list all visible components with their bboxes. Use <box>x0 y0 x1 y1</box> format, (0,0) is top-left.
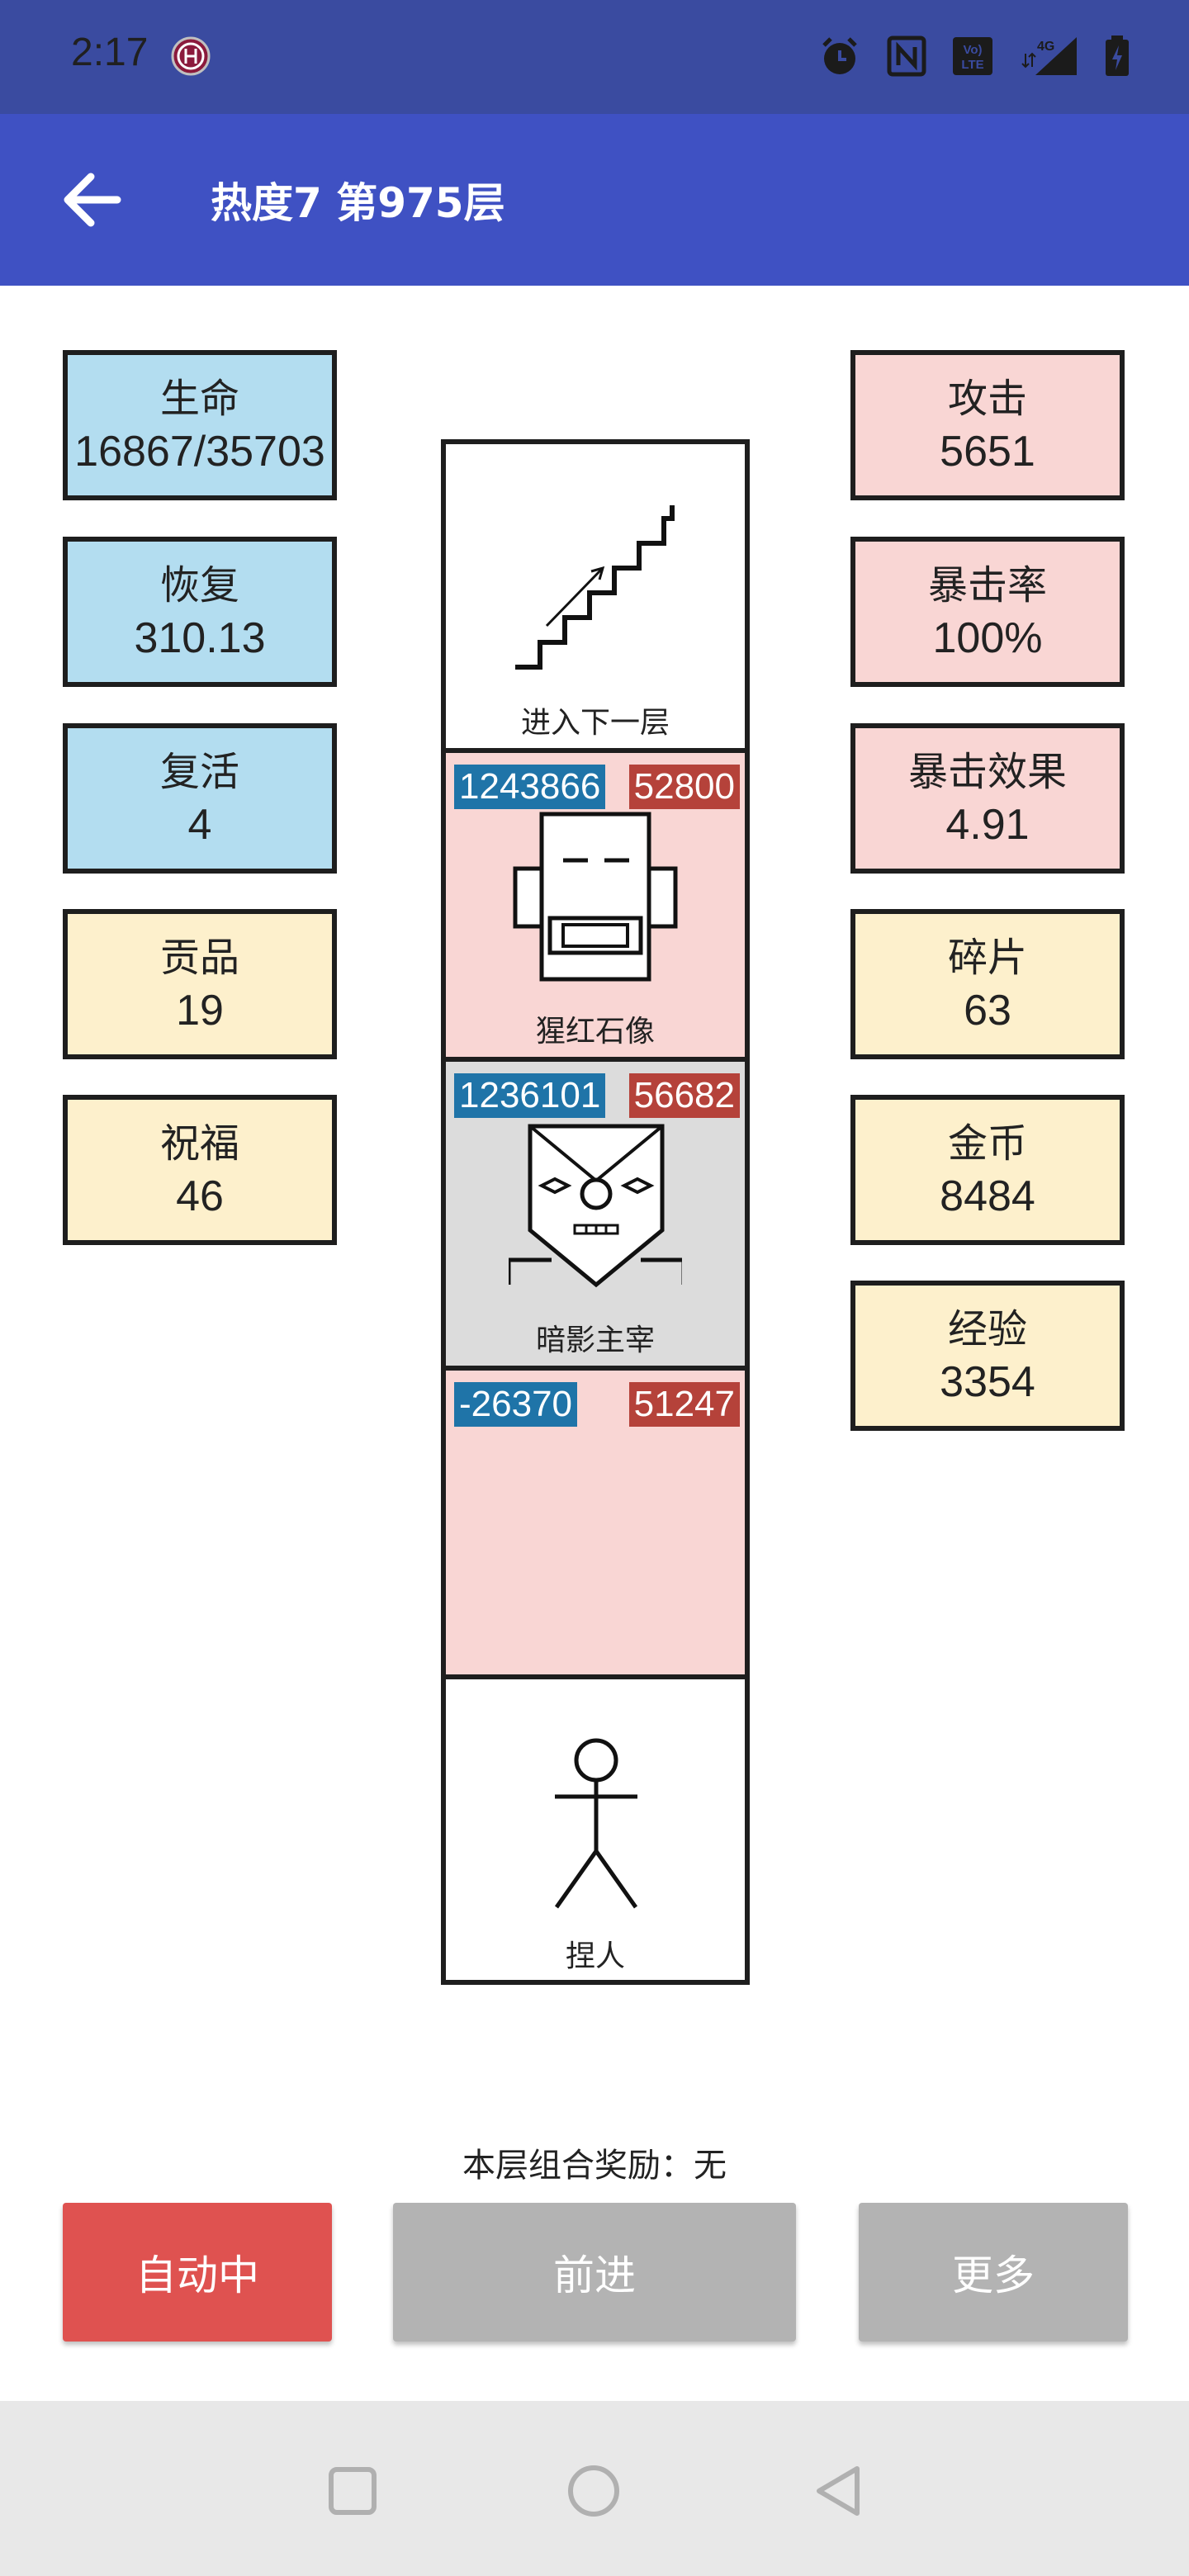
tower-cell-stairs[interactable]: 进入下一层 <box>446 444 745 753</box>
cell-hp-badge: -26370 <box>454 1382 578 1427</box>
stat-label: 暴击效果 <box>907 749 1067 795</box>
app-bar: 热度7 第975层 <box>0 114 1189 286</box>
stat-crit-effect: 暴击效果 4.91 <box>850 723 1125 874</box>
app-notification-icon <box>171 36 211 76</box>
enemy-hp-badge: 1236101 <box>454 1073 606 1118</box>
alarm-icon <box>822 37 857 74</box>
player-label: 捏人 <box>565 1939 625 1973</box>
stat-label: 攻击 <box>947 376 1027 422</box>
stairs-label: 进入下一层 <box>520 706 670 740</box>
enemy-hp-badge: 1243866 <box>454 765 606 809</box>
forward-button[interactable]: 前进 <box>393 2203 796 2342</box>
navigation-bar <box>0 2401 1189 2576</box>
enemy-1-label: 猩红石像 <box>535 1015 655 1049</box>
stat-label: 复活 <box>159 749 239 795</box>
stairs-icon <box>515 505 675 670</box>
stat-value: 16867/35703 <box>74 428 325 476</box>
volte-icon: Vo) LTE <box>953 37 992 75</box>
more-button[interactable]: 更多 <box>859 2203 1128 2342</box>
stat-label: 恢复 <box>159 562 239 608</box>
back-nav-icon[interactable] <box>812 2464 865 2518</box>
stat-value: 3354 <box>940 1358 1035 1406</box>
enemy-2-label: 暗影主宰 <box>535 1324 655 1357</box>
tower: 进入下一层 1243866 52800 猩红石像 1236101 56682 <box>441 439 750 1985</box>
stat-label: 金币 <box>947 1120 1027 1167</box>
stat-attack: 攻击 5651 <box>850 350 1125 500</box>
tower-cell-empty[interactable]: -26370 51247 <box>446 1371 745 1679</box>
svg-text:Vo): Vo) <box>963 43 982 57</box>
stat-value: 310.13 <box>134 614 266 662</box>
stat-blessing: 祝福 46 <box>63 1095 337 1245</box>
stat-gold: 金币 8484 <box>850 1095 1125 1245</box>
stat-experience: 经验 3354 <box>850 1281 1125 1431</box>
auto-button[interactable]: 自动中 <box>63 2203 332 2342</box>
status-time: 2:17 <box>71 31 149 74</box>
stat-hp: 生命 16867/35703 <box>63 350 337 500</box>
svg-text:LTE: LTE <box>961 58 983 72</box>
stat-label: 经验 <box>947 1306 1027 1352</box>
stat-value: 100% <box>932 614 1043 662</box>
stat-value: 63 <box>964 987 1011 1035</box>
stat-value: 19 <box>176 987 224 1035</box>
stat-regen: 恢复 310.13 <box>63 537 337 687</box>
stick-figure-icon <box>554 1738 638 1909</box>
stat-value: 4 <box>187 801 212 849</box>
stat-label: 碎片 <box>947 935 1027 981</box>
page-title: 热度7 第975层 <box>211 179 505 227</box>
shadow-lord-icon <box>509 1124 682 1288</box>
battery-icon <box>1106 36 1129 76</box>
stat-value: 5651 <box>940 428 1035 476</box>
cell-atk-badge: 51247 <box>628 1382 740 1427</box>
tower-cell-player[interactable]: 捏人 <box>446 1679 745 1980</box>
stat-crit-rate: 暴击率 100% <box>850 537 1125 687</box>
stat-value: 46 <box>176 1172 224 1220</box>
stat-tribute: 贡品 19 <box>63 909 337 1059</box>
stat-value: 8484 <box>940 1172 1035 1220</box>
stat-shards: 碎片 63 <box>850 909 1125 1059</box>
nfc-icon <box>887 36 926 77</box>
stat-label: 祝福 <box>159 1120 239 1167</box>
signal-4g-icon: 4G <box>1021 37 1077 75</box>
enemy-atk-badge: 52800 <box>628 765 740 809</box>
enemy-atk-badge: 56682 <box>628 1073 740 1118</box>
status-icons: Vo) LTE 4G <box>817 30 1131 83</box>
svg-text:4G: 4G <box>1037 40 1054 54</box>
back-arrow-icon[interactable] <box>58 167 132 233</box>
stat-value: 4.91 <box>945 801 1030 849</box>
stat-label: 生命 <box>159 376 239 422</box>
stat-revive: 复活 4 <box>63 723 337 874</box>
stone-statue-icon <box>513 812 678 982</box>
stat-label: 贡品 <box>159 935 239 981</box>
floor-reward-text: 本层组合奖励：无 <box>462 2147 727 2185</box>
home-icon[interactable] <box>566 2464 621 2518</box>
recents-icon[interactable] <box>327 2465 378 2517</box>
tower-cell-enemy-2[interactable]: 1236101 56682 暗影主宰 <box>446 1062 745 1371</box>
status-bar: 2:17 Vo) LTE 4G <box>0 0 1189 114</box>
stat-label: 暴击率 <box>927 562 1047 608</box>
tower-cell-enemy-1[interactable]: 1243866 52800 猩红石像 <box>446 753 745 1062</box>
